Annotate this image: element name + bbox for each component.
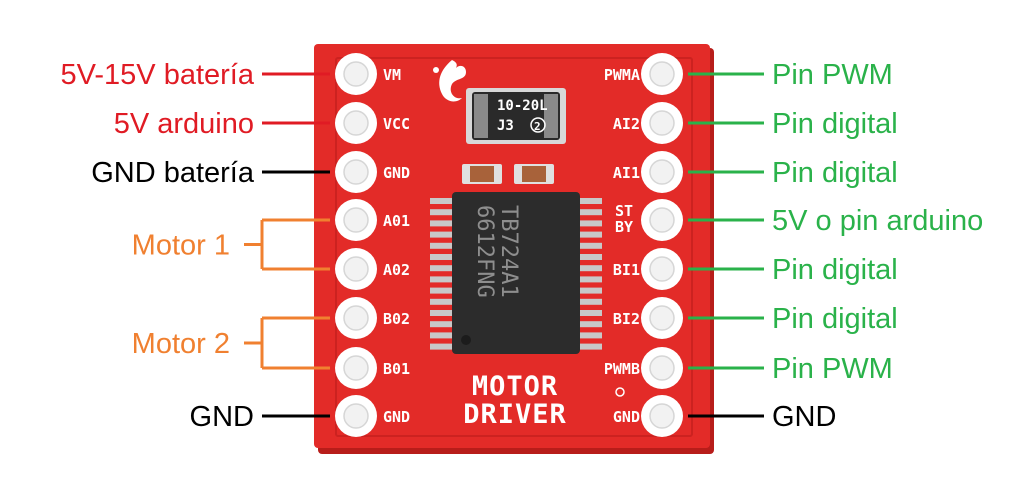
board-inner-border (335, 57, 693, 437)
board-title-line2: DRIVER (463, 399, 567, 430)
pin-hole (649, 61, 675, 87)
pin-label-left: 5V-15V batería (61, 59, 255, 91)
board-title-line1: MOTOR (472, 371, 558, 402)
chip-pin-right (578, 343, 602, 350)
chip-pin-right (578, 198, 602, 204)
chip-pin-right (578, 254, 602, 260)
chip-pin-left (430, 242, 454, 249)
chip-pin-left (430, 198, 454, 204)
chip-pin-right (578, 220, 602, 227)
chip-pin-right (578, 287, 602, 294)
pin-hole (343, 355, 369, 381)
motor-label: Motor 1 (132, 230, 230, 262)
label-leaders (262, 72, 764, 418)
pin-label-right: Pin PWM (772, 353, 893, 385)
chip-label-1: TB724A1 (496, 205, 521, 298)
chip-pin-right (578, 242, 602, 249)
chip-pin-left (430, 220, 454, 227)
silk-label-left: GND (383, 164, 410, 182)
chip-pin-left (430, 310, 454, 316)
chip-pin-right (578, 298, 602, 305)
pin-label-right: 5V o pin arduino (772, 205, 983, 237)
chip-pin-left (430, 231, 454, 238)
chip-pin-right (578, 321, 602, 328)
chip-pin-left (430, 298, 454, 305)
chip-pin-left (430, 332, 454, 339)
pin-hole (649, 355, 675, 381)
capacitor-mark: 2 (534, 120, 541, 133)
pin-hole (343, 61, 369, 87)
silk-label-left: B02 (383, 310, 410, 328)
smd-capacitors (462, 164, 554, 184)
chip-pin-right (578, 276, 602, 283)
pin-hole (649, 159, 675, 185)
chip-pin-left (430, 254, 454, 260)
capacitor-component: 10-20L J3 2 (466, 88, 566, 144)
pin-label-left: 5V arduino (114, 108, 254, 140)
pin-hole (343, 256, 369, 282)
chip-pin-left (430, 343, 454, 350)
silk-label-left: B01 (383, 360, 410, 378)
pin-hole (649, 256, 675, 282)
pin-hole (649, 207, 675, 233)
chip-pins (430, 198, 602, 350)
capacitor-label-2: J3 (497, 118, 514, 134)
pin-label-right: Pin digital (772, 254, 898, 286)
chip-pin-right (578, 265, 602, 272)
pin-hole (649, 110, 675, 136)
silk-label-left: VCC (383, 115, 410, 133)
pin-label-right: GND (772, 401, 836, 433)
pin-hole (649, 305, 675, 331)
silk-label-right: PWMA (604, 66, 640, 84)
pin-hole (343, 207, 369, 233)
chip-pin-left (430, 276, 454, 283)
motor-brackets: Motor 1 Motor 2 (132, 220, 264, 368)
silk-label-right: GND (613, 408, 640, 426)
chip-pin-left (430, 321, 454, 328)
chip-pin-left (430, 209, 454, 216)
chip-label-2: 6612FNG (472, 205, 497, 298)
sparkfun-flame-icon (433, 60, 466, 102)
silk-label-right: AI2 (613, 115, 640, 133)
chip-pin-left (430, 265, 454, 272)
chip-pin-right (578, 209, 602, 216)
pin-label-right: Pin digital (772, 157, 898, 189)
chip-pin-right (578, 310, 602, 316)
pin-label-right: Pin digital (772, 108, 898, 140)
pin-hole (649, 403, 675, 429)
pin-hole (343, 110, 369, 136)
pin-label-left: GND (190, 401, 254, 433)
chip-pin-right (578, 332, 602, 339)
silk-label-left: GND (383, 408, 410, 426)
pin-label-right: Pin digital (772, 303, 898, 335)
ic-chip: TB724A1 6612FNG (452, 192, 580, 354)
pin-label-left: GND batería (91, 157, 255, 189)
silk-label-right: BI1 (613, 261, 640, 279)
silk-label-right: BY (615, 218, 633, 236)
pin-hole (343, 305, 369, 331)
silk-label-right: BI2 (613, 310, 640, 328)
silk-label-left: A01 (383, 212, 410, 230)
silk-label-right: PWMB (604, 360, 640, 378)
pin-hole (343, 159, 369, 185)
silk-label-right: ST (615, 202, 633, 220)
chip-pin-left (430, 287, 454, 294)
silk-label-right: AI1 (613, 164, 640, 182)
pin-label-right: Pin PWM (772, 59, 893, 91)
silk-label-left: VM (383, 66, 401, 84)
capacitor-label-1: 10-20L (497, 98, 548, 114)
pin-hole (343, 403, 369, 429)
motor-label: Motor 2 (132, 328, 230, 360)
via (615, 387, 625, 397)
silk-label-left: A02 (383, 261, 410, 279)
chip-pin-right (578, 231, 602, 238)
